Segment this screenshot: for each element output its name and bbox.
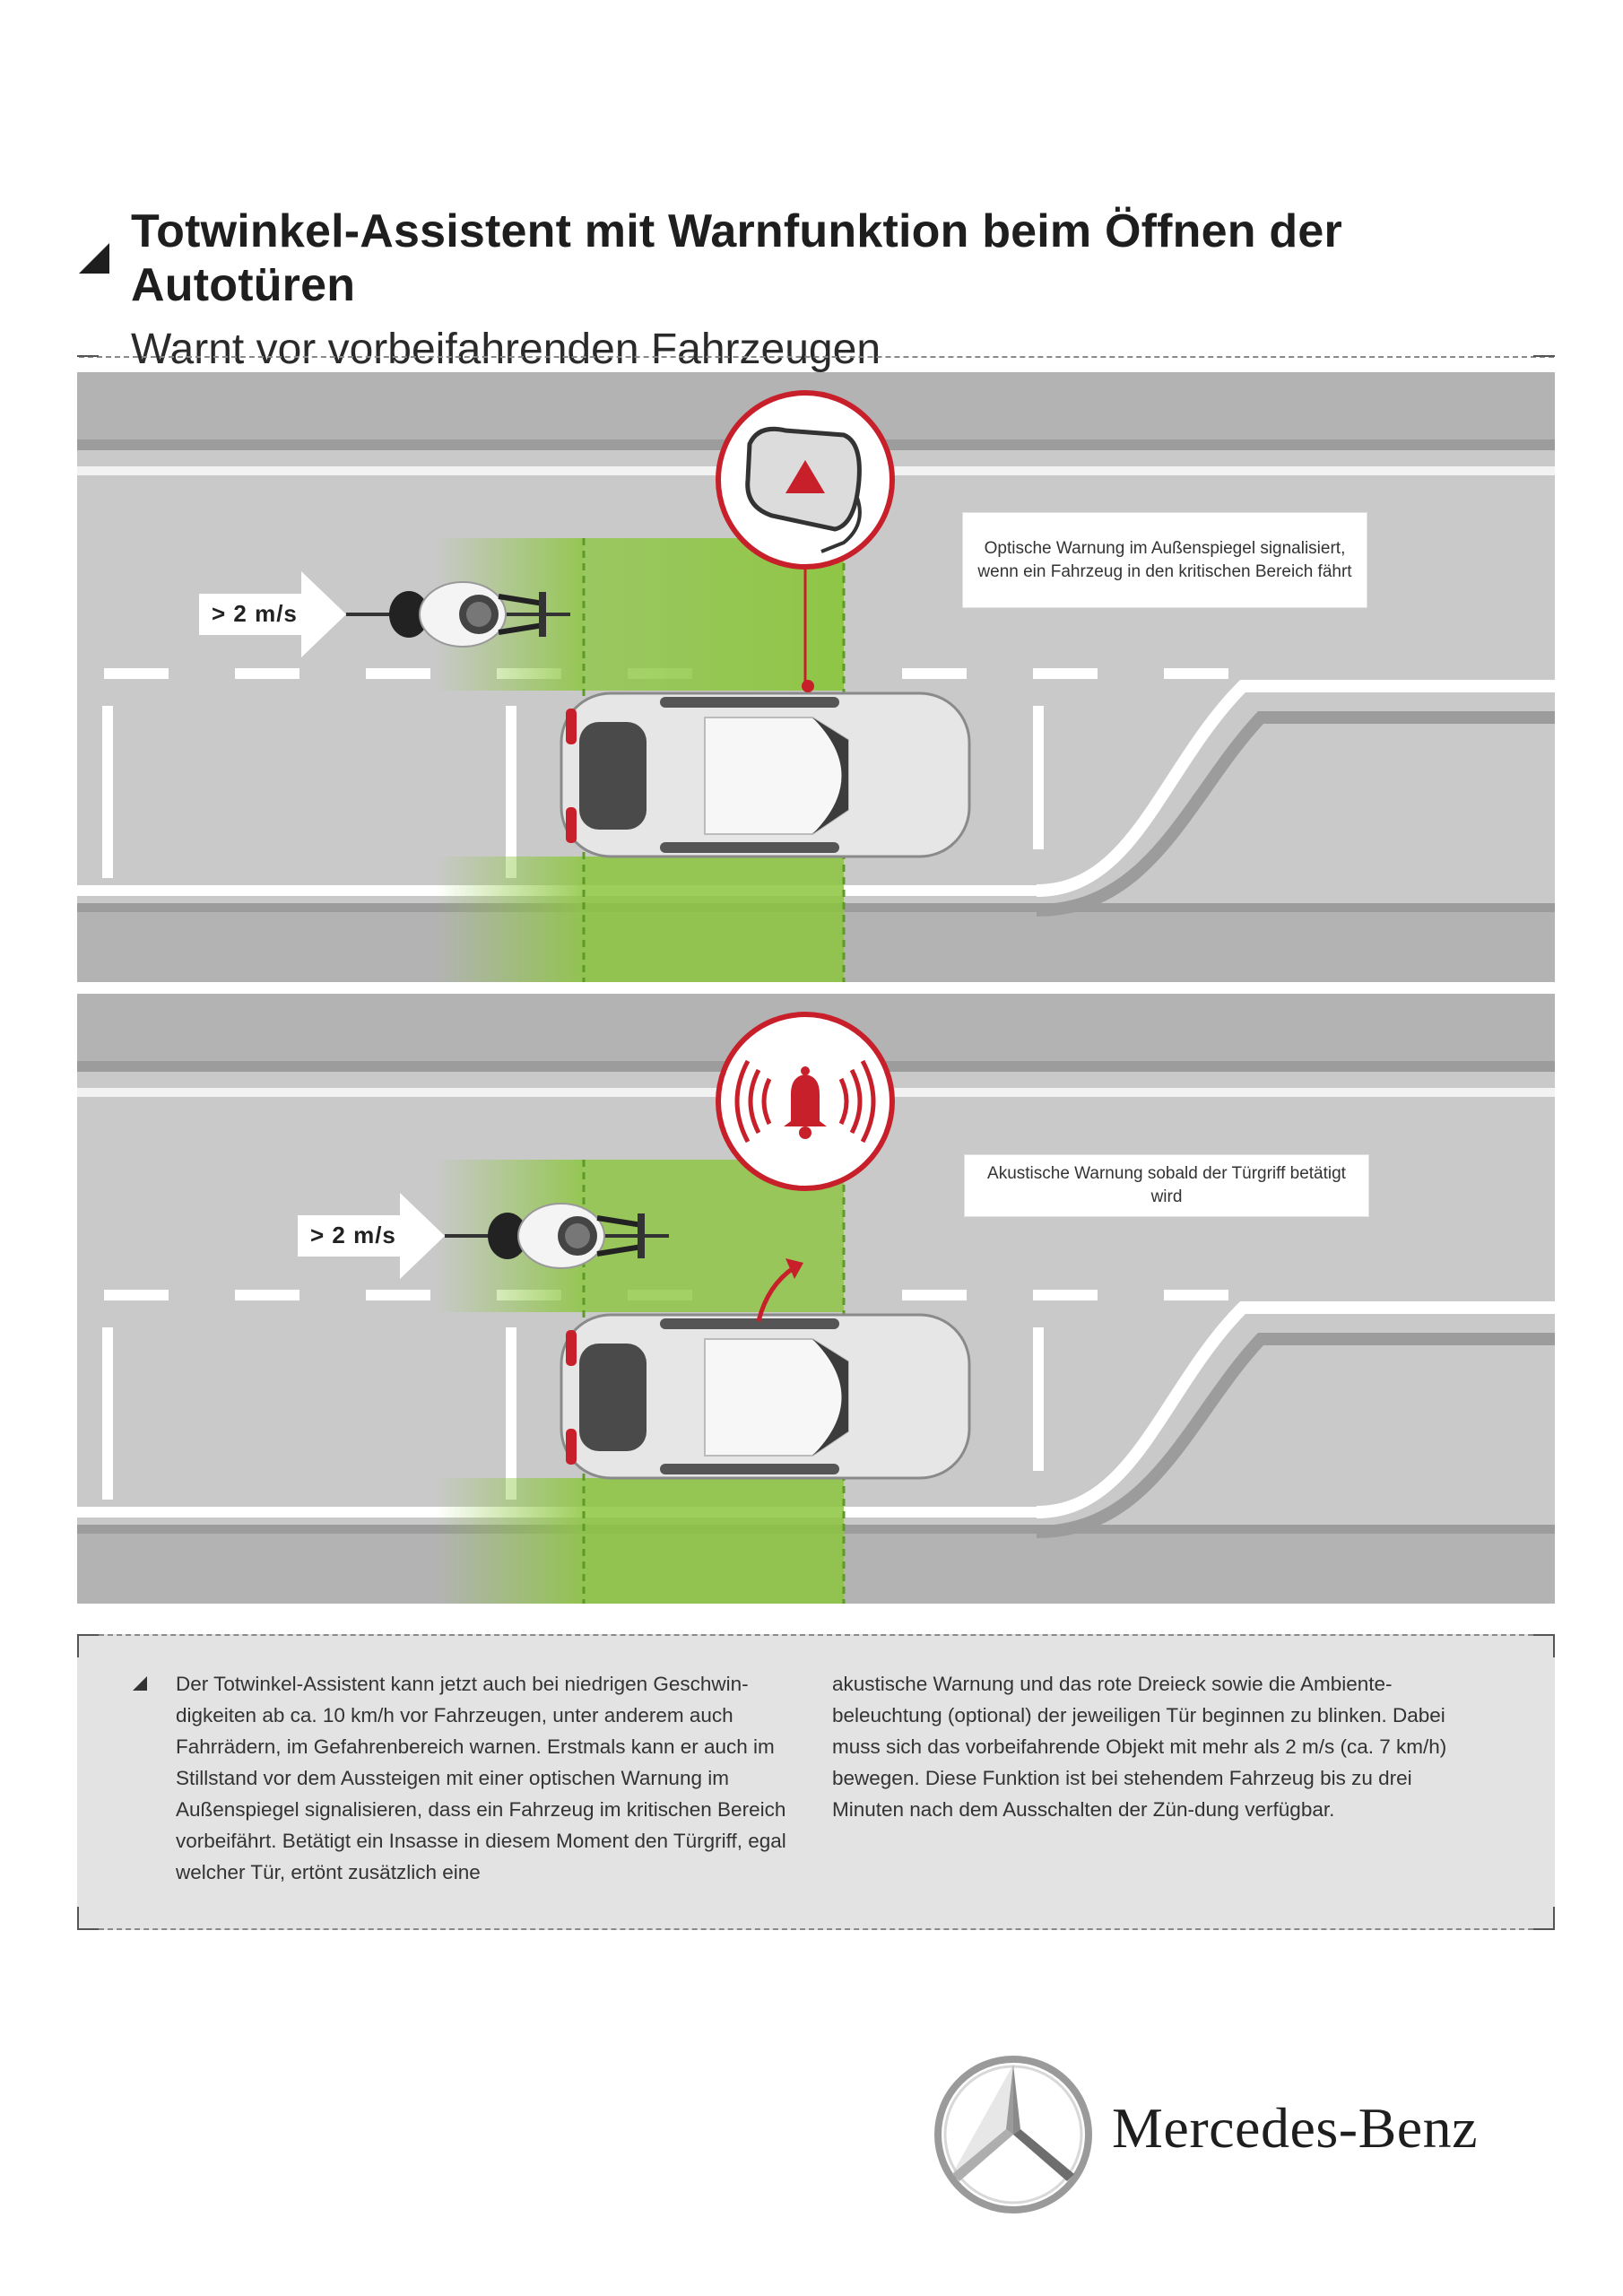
speed-arrow [298,1193,445,1279]
diagram-panel-acoustic-warning: > 2 m/s Akustische Warnung sobald der Tü… [77,994,1555,1604]
corner-mark [1532,1634,1555,1657]
mercedes-star-logo-icon [934,2056,1092,2213]
speed-arrow [199,571,346,657]
corner-mark [77,1634,100,1657]
road-scene-1 [77,372,1555,982]
corner-mark [1532,1907,1555,1930]
description-column-1: Der Totwinkel-Assistent kann jetzt auch … [176,1673,786,1883]
diagram-panel-visual-warning: > 2 m/s Optische Warnung im Außenspiegel… [77,372,1555,982]
description-column-2: akustische Warnung und das rote Dreieck … [832,1673,1447,1821]
cyclist [445,1203,669,1269]
bell-sound-icon [716,1012,895,1191]
detection-zone-bottom [584,857,844,982]
parked-car [560,680,971,858]
detection-zone-bottom [584,1478,844,1604]
cyclist [346,581,570,648]
speed-label: > 2 m/s [212,600,298,627]
triangle-bullet-icon [79,243,109,274]
divider-cap-left [77,355,99,357]
divider-cap-right [1533,355,1555,357]
callout-visual-warning: Optische Warnung im Außenspiegel signali… [963,513,1367,607]
triangle-bullet-icon [133,1676,147,1691]
speed-label: > 2 m/s [310,1222,396,1248]
detection-zone-bottom-left [436,857,584,982]
header: Totwinkel-Assistent mit Warnfunktion bei… [79,204,1558,374]
description-box: Der Totwinkel-Assistent kann jetzt auch … [77,1634,1555,1930]
parked-car [560,1313,971,1480]
mirror-warning-icon [716,390,895,570]
page-title: Totwinkel-Assistent mit Warnfunktion bei… [131,205,1342,311]
brand-wordmark: Mercedes-Benz [1112,2096,1479,2160]
callout-acoustic-warning: Akustische Warnung sobald der Türgriff b… [965,1155,1368,1216]
page-subtitle: Warnt vor vorbeifahrenden Fahrzeugen [131,326,881,373]
title-row: Totwinkel-Assistent mit Warnfunktion bei… [79,204,1558,312]
corner-mark [77,1907,100,1930]
box-top-rule [99,1634,1533,1636]
divider-top [79,356,1554,358]
detection-zone-bottom-left [436,1478,584,1604]
door-open-arrow [756,1265,796,1322]
road-scene-2 [77,994,1555,1604]
box-bottom-rule [99,1928,1533,1930]
